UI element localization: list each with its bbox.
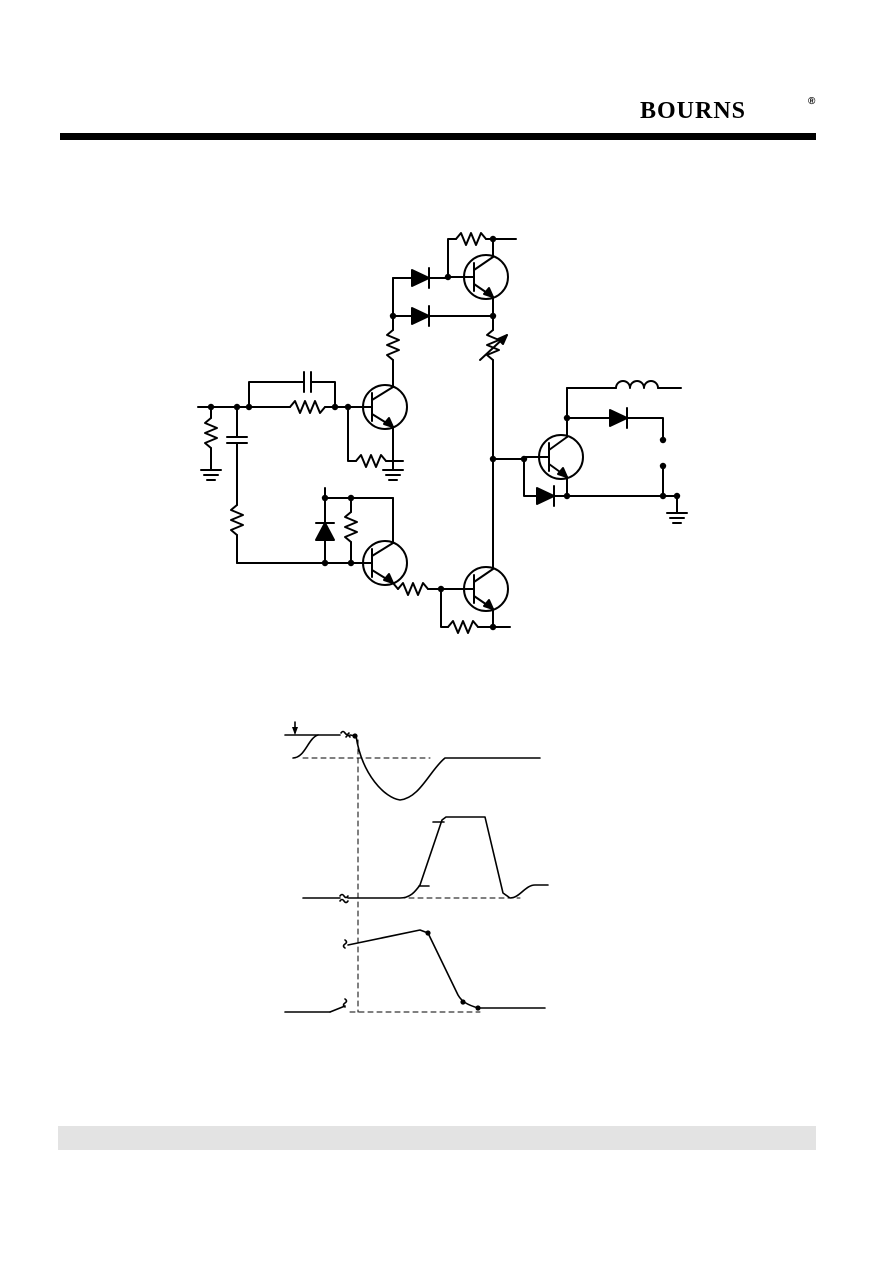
junction-dots-lower [437, 585, 497, 631]
registered-mark: ® [808, 96, 816, 107]
reference-lines [302, 739, 521, 1013]
input-network [197, 371, 368, 564]
waveform-bottom [284, 929, 546, 1013]
output-stage [523, 380, 688, 524]
junction-dots-output [563, 414, 681, 500]
footer-bar [58, 1126, 816, 1150]
waveform-top [284, 721, 541, 801]
transistor-q1 [347, 315, 408, 481]
brand-name: BOURNS [640, 98, 747, 124]
bourns-logo: BOURNS ® [640, 96, 820, 126]
transistor-q4 [440, 562, 511, 634]
waveform-middle [302, 816, 549, 904]
header-rule [60, 133, 816, 140]
transistor-q2 [315, 487, 468, 596]
